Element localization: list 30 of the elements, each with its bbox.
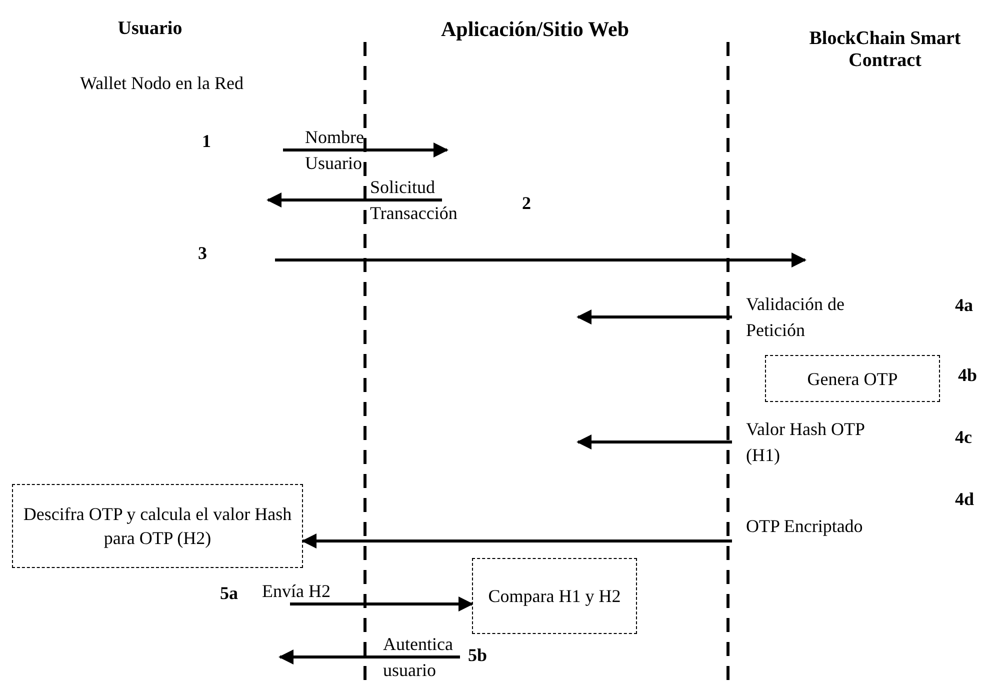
edge-label: Valor Hash OTP (H1) (746, 418, 866, 467)
edge-label: Nombre Usuario (305, 126, 365, 175)
edge-label: Solicitud Transacción (370, 176, 458, 225)
arrow (266, 192, 442, 208)
step-number: 5b (468, 644, 488, 667)
arrow (576, 434, 732, 450)
step-number: 4b (958, 364, 978, 387)
process-box: Genera OTP (765, 355, 940, 402)
edge-label: Envía H2 (262, 580, 332, 603)
arrow (302, 534, 732, 548)
arrow (290, 596, 474, 612)
step-number: 4c (955, 426, 972, 449)
column-heading: Aplicación/Sitio Web (440, 18, 630, 40)
column-heading: Usuario (116, 18, 184, 40)
process-box: Descifra OTP y calcula el valor Hash para OTP (H2) (12, 484, 303, 568)
process-box: Compara H1 y H2 (472, 558, 637, 634)
step-number: 4a (955, 294, 973, 317)
step-number: 5a (220, 582, 238, 605)
step-number: 4d (955, 488, 974, 511)
step-number: 2 (522, 192, 531, 215)
column-heading: BlockChain Smart Contract (808, 28, 962, 72)
step-number: 1 (202, 130, 211, 153)
arrow (283, 142, 448, 158)
step-number: 3 (198, 242, 207, 265)
arrow (275, 252, 806, 268)
arrow (278, 650, 460, 664)
edge-label: OTP Encriptado (746, 515, 864, 538)
arrow (576, 310, 732, 324)
edge-label: Validación de Petición (746, 293, 846, 342)
column-subheading: Wallet Nodo en la Red (80, 72, 244, 95)
